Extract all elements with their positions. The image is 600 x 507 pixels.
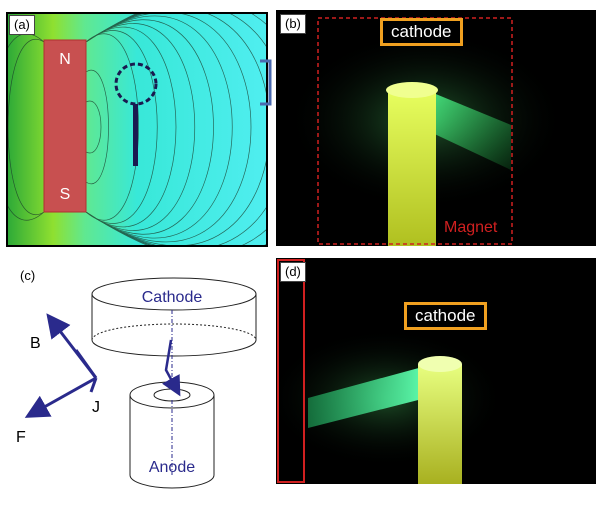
cathode-label-c: Cathode: [142, 289, 203, 306]
panel-c-label: (c): [20, 268, 36, 283]
vector-f-label: F: [16, 429, 26, 446]
zoom-circle: [114, 62, 158, 106]
vector-j-label: J: [92, 399, 100, 416]
plasma-photo-b: Magnet: [276, 10, 596, 246]
panel-a-label: (a): [9, 15, 35, 35]
panel-d: (d) cathode: [266, 258, 596, 484]
cathode-label-d: cathode: [404, 302, 487, 330]
electrode-schematic: Cathode Anode B J F: [16, 277, 257, 489]
panel-b: Magnet (b) cathode: [276, 10, 596, 246]
panel-a: N S (a): [4, 10, 270, 249]
plasma-photo-d: [266, 258, 596, 484]
magnet-label: Magnet: [444, 219, 498, 236]
panel-c: Cathode Anode B J F (c): [6, 260, 268, 500]
anode-label: Anode: [149, 459, 195, 476]
field-simulation: N S: [4, 10, 270, 249]
panel-b-label: (b): [280, 14, 306, 34]
side-bracket: [260, 59, 272, 106]
magnet-north-label: N: [59, 51, 71, 68]
magnet-south-label: S: [60, 186, 71, 203]
panel-d-label: (d): [280, 262, 306, 282]
cathode-label-b: cathode: [380, 18, 463, 46]
vector-b-label: B: [30, 335, 41, 352]
